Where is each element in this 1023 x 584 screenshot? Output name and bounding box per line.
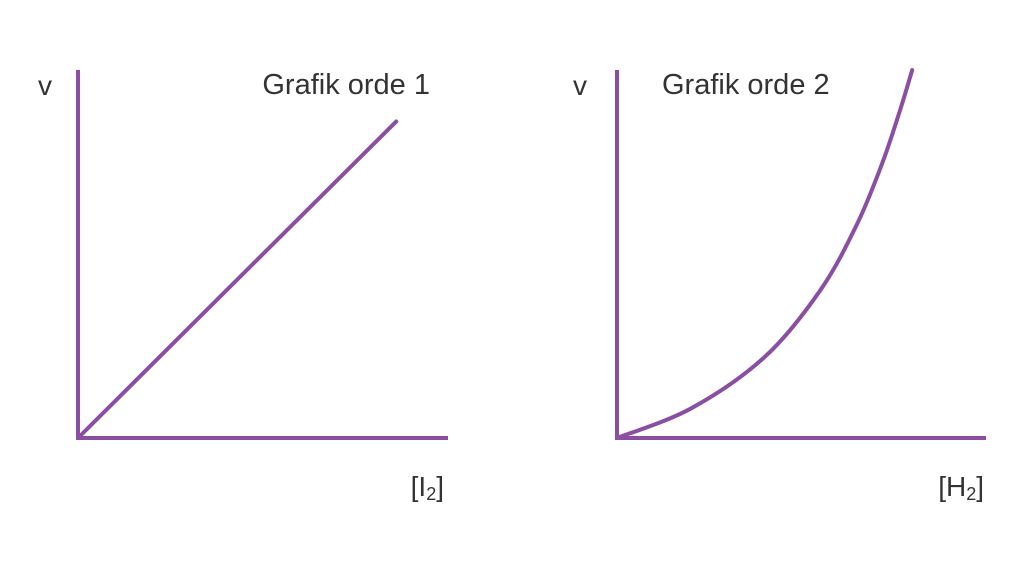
- chart-1-title: Grafik orde 1: [262, 69, 430, 101]
- chart-2-x-label: [H2]: [938, 471, 984, 504]
- chart-2-y-label: v: [573, 70, 587, 101]
- chart-1-x-label-close: ]: [436, 471, 444, 502]
- chart-1-series-line: [76, 119, 399, 440]
- chart-1-x-label-sub: 2: [426, 484, 436, 504]
- chart-1-y-label: v: [38, 70, 52, 101]
- chart-2-x-label-close: ]: [976, 471, 984, 502]
- chart-2-x-label-sub: 2: [966, 484, 976, 504]
- chart-1-x-label-base: [I: [411, 471, 427, 502]
- chart-2-series-curve: [615, 68, 915, 440]
- chart-1-x-label: [I2]: [411, 471, 444, 504]
- chart-order-1: v Grafik orde 1 [I2]: [38, 69, 448, 504]
- chart-2-x-label-base: [H: [938, 471, 966, 502]
- chart-order-2: v Grafik orde 2 [H2]: [573, 68, 986, 504]
- chart-2-title: Grafik orde 2: [662, 69, 830, 101]
